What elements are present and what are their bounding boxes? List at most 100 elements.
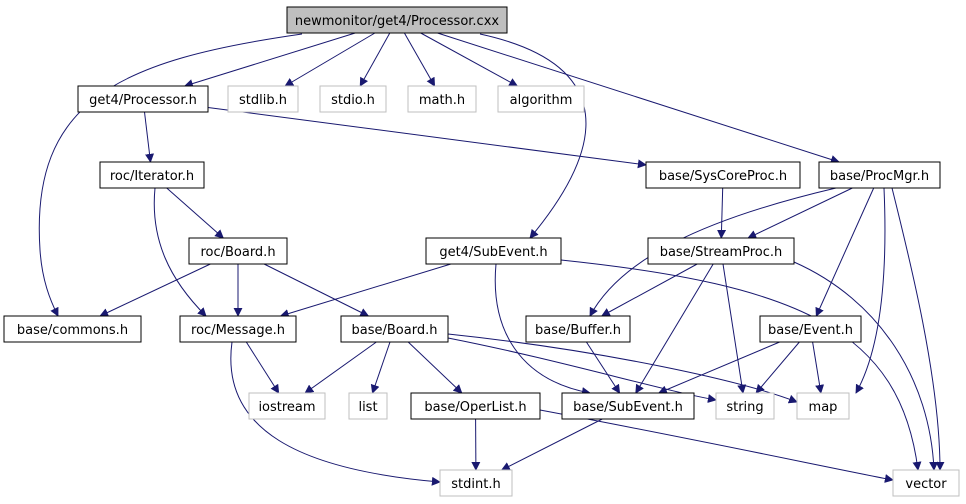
edge-base-procmgr-h-to-base-event-h [815, 187, 875, 317]
edge-roc-board-h-to-base-board-h [263, 263, 370, 317]
node-box [248, 392, 326, 420]
edge-base-event-h-to-map [812, 341, 825, 394]
node-stdlib-h: stdlib.h [227, 85, 299, 113]
node-box [188, 237, 288, 265]
node-get4-processor-h[interactable]: get4/Processor.h [77, 85, 209, 113]
node-box [3, 315, 142, 343]
edge-base-streamproc-h-to-string [722, 263, 747, 394]
node-box [818, 161, 941, 189]
edge-base-streamproc-h-to-base-subevent-h [635, 263, 714, 394]
node-label: base/SubEvent.h [573, 400, 683, 415]
edge-base-syscoreproc-h-to-base-streamproc-h [717, 187, 727, 239]
node-box [348, 392, 388, 420]
node-box [410, 392, 541, 420]
edge-processor-cxx-to-get4-processor-h [183, 32, 356, 88]
edge-processor-cxx-to-stdio-h [359, 32, 391, 87]
node-label: stdio.h [331, 93, 375, 108]
node-math-h: math.h [407, 85, 477, 113]
node-label: base/ProcMgr.h [830, 169, 929, 184]
node-iostream: iostream [248, 392, 326, 420]
node-box [286, 6, 508, 34]
node-label: stdlib.h [239, 93, 287, 108]
node-base-subevent-h[interactable]: base/SubEvent.h [561, 392, 695, 420]
edge-base-procmgr-h-to-base-streamproc-h [747, 187, 853, 239]
node-box [319, 85, 387, 113]
edge-base-board-h-to-list [370, 341, 391, 394]
edge-base-event-h-to-string [755, 341, 800, 394]
node-base-buffer-h[interactable]: base/Buffer.h [525, 315, 631, 343]
node-box [425, 237, 562, 265]
edge-get4-subevent-h-to-base-subevent-h [494, 263, 591, 396]
node-base-syscoreproc-h[interactable]: base/SysCoreProc.h [645, 161, 801, 189]
edge-base-operlist-h-to-vector [539, 409, 894, 483]
edge-roc-iterator-h-to-roc-board-h [166, 187, 224, 239]
edge-roc-board-h-to-base-commons-h [99, 263, 211, 317]
node-base-streamproc-h[interactable]: base/StreamProc.h [647, 237, 795, 265]
edge-roc-message-h-to-iostream [245, 341, 280, 394]
node-label: vector [905, 477, 947, 492]
edge-get4-subevent-h-to-roc-message-h [279, 263, 452, 318]
node-box [439, 469, 513, 497]
edge-get4-processor-h-to-roc-iterator-h [144, 111, 155, 163]
edge-processor-cxx-to-get4-subevent-h [479, 33, 587, 239]
node-box [227, 85, 299, 113]
node-base-event-h[interactable]: base/Event.h [759, 315, 862, 343]
edge-base-streamproc-h-to-base-buffer-h [601, 263, 698, 317]
node-box [340, 315, 449, 343]
node-algorithm: algorithm [497, 85, 585, 113]
edge-processor-cxx-to-base-commons-h [38, 33, 303, 317]
node-box [407, 85, 477, 113]
node-stdint-h: stdint.h [439, 469, 513, 497]
node-roc-message-h[interactable]: roc/Message.h [179, 315, 297, 343]
node-box [759, 315, 862, 343]
node-roc-board-h[interactable]: roc/Board.h [188, 237, 288, 265]
edge-roc-iterator-h-to-roc-message-h [153, 187, 207, 317]
edge-processor-cxx-to-base-procmgr-h [437, 32, 840, 164]
node-label: roc/Iterator.h [110, 169, 194, 184]
node-label: base/SysCoreProc.h [659, 169, 787, 184]
edge-roc-message-h-to-stdint-h [230, 341, 441, 486]
node-box [892, 469, 960, 497]
node-label: base/commons.h [17, 323, 128, 338]
node-label: algorithm [510, 93, 573, 108]
node-box [715, 392, 775, 420]
node-map: map [796, 392, 850, 420]
edge-processor-cxx-to-math-h [403, 32, 436, 87]
node-string: string [715, 392, 775, 420]
node-stdio-h: stdio.h [319, 85, 387, 113]
edge-base-subevent-h-to-stdint-h [500, 418, 603, 471]
node-list: list [348, 392, 388, 420]
node-box [561, 392, 695, 420]
node-base-procmgr-h[interactable]: base/ProcMgr.h [818, 161, 941, 189]
node-label: base/StreamProc.h [660, 245, 783, 260]
node-base-commons-h[interactable]: base/commons.h [3, 315, 142, 343]
node-box [77, 85, 209, 113]
node-box [796, 392, 850, 420]
node-label: stdint.h [451, 477, 500, 492]
node-label: newmonitor/get4/Processor.cxx [295, 14, 500, 29]
node-label: base/Board.h [352, 323, 438, 338]
node-box [99, 161, 205, 189]
node-base-board-h[interactable]: base/Board.h [340, 315, 449, 343]
node-label: base/OperList.h [424, 400, 526, 415]
node-label: roc/Board.h [200, 245, 275, 260]
node-box [179, 315, 297, 343]
node-get4-subevent-h[interactable]: get4/SubEvent.h [425, 237, 562, 265]
node-label: map [809, 400, 838, 415]
node-processor-cxx[interactable]: newmonitor/get4/Processor.cxx [286, 6, 508, 34]
node-roc-iterator-h[interactable]: roc/Iterator.h [99, 161, 205, 189]
node-label: math.h [419, 93, 465, 108]
edge-processor-cxx-to-algorithm [420, 32, 519, 87]
node-label: get4/Processor.h [89, 93, 197, 108]
node-box [645, 161, 801, 189]
edge-base-board-h-to-iostream [304, 341, 377, 394]
node-base-operlist-h[interactable]: base/OperList.h [410, 392, 541, 420]
node-label: roc/Message.h [191, 323, 285, 338]
node-label: string [726, 400, 763, 415]
node-label: base/Event.h [768, 323, 853, 338]
node-label: base/Buffer.h [535, 323, 621, 338]
edge-base-event-h-to-base-subevent-h [657, 341, 780, 394]
edge-base-procmgr-h-to-map [855, 187, 886, 394]
edge-base-board-h-to-map [447, 333, 798, 404]
